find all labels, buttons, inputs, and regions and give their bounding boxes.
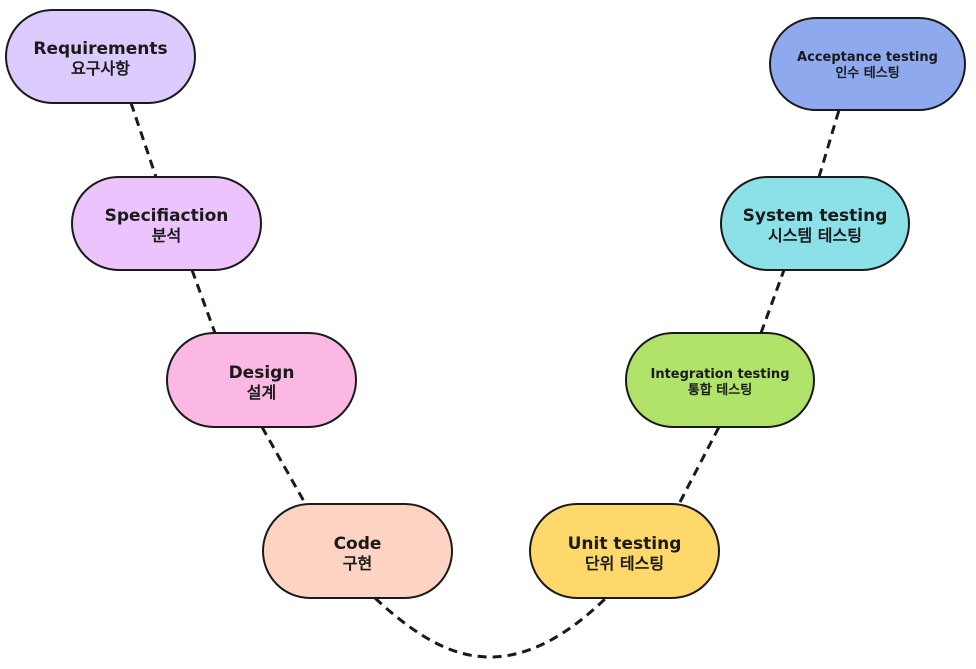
node-acceptance-testing-title: Acceptance testing <box>797 50 938 65</box>
node-unit-testing-title: Unit testing <box>568 534 682 554</box>
node-code: Code 구현 <box>262 503 453 599</box>
node-unit-testing-subtitle: 단위 테스팅 <box>585 554 664 573</box>
node-requirements-title: Requirements <box>33 39 167 59</box>
node-code-subtitle: 구현 <box>343 554 372 573</box>
node-unit-testing: Unit testing 단위 테스팅 <box>529 503 720 599</box>
node-specification-shape <box>71 176 262 271</box>
node-code-shape <box>262 503 453 599</box>
node-integration-testing-shape <box>625 332 815 428</box>
node-system-testing: System testing 시스템 테스팅 <box>720 176 910 271</box>
connector-design-code <box>260 426 308 506</box>
node-system-testing-title: System testing <box>743 206 888 226</box>
connector-system-acceptance <box>817 109 841 178</box>
connector-requirements-specification <box>129 102 158 178</box>
node-integration-testing-subtitle: 통합 테스팅 <box>688 382 752 398</box>
node-specification-subtitle: 분석 <box>152 226 181 245</box>
node-design-shape <box>166 332 357 428</box>
node-requirements-subtitle: 요구사항 <box>71 59 130 78</box>
node-integration-testing-title: Integration testing <box>651 367 790 382</box>
node-acceptance-testing: Acceptance testing 인수 테스팅 <box>769 17 966 111</box>
node-design-title: Design <box>229 363 295 383</box>
node-system-testing-shape <box>720 176 910 271</box>
node-design-subtitle: 설계 <box>247 383 276 402</box>
connector-unit-integration <box>678 426 721 503</box>
connector-integration-system <box>759 269 786 334</box>
node-requirements: Requirements 요구사항 <box>5 9 196 104</box>
node-specification: Specifiaction 분석 <box>71 176 262 271</box>
connector-code-unit-testing <box>373 596 608 659</box>
node-integration-testing: Integration testing 통합 테스팅 <box>625 332 815 428</box>
node-acceptance-testing-subtitle: 인수 테스팅 <box>835 65 899 81</box>
connector-specification-design <box>190 269 217 334</box>
connectors <box>129 102 841 659</box>
node-requirements-shape <box>5 9 196 104</box>
node-acceptance-testing-shape <box>769 17 966 111</box>
node-code-title: Code <box>334 534 382 554</box>
node-unit-testing-shape <box>529 503 720 599</box>
node-design: Design 설계 <box>166 332 357 428</box>
node-system-testing-subtitle: 시스템 테스팅 <box>768 226 862 245</box>
node-specification-title: Specifiaction <box>105 206 229 226</box>
